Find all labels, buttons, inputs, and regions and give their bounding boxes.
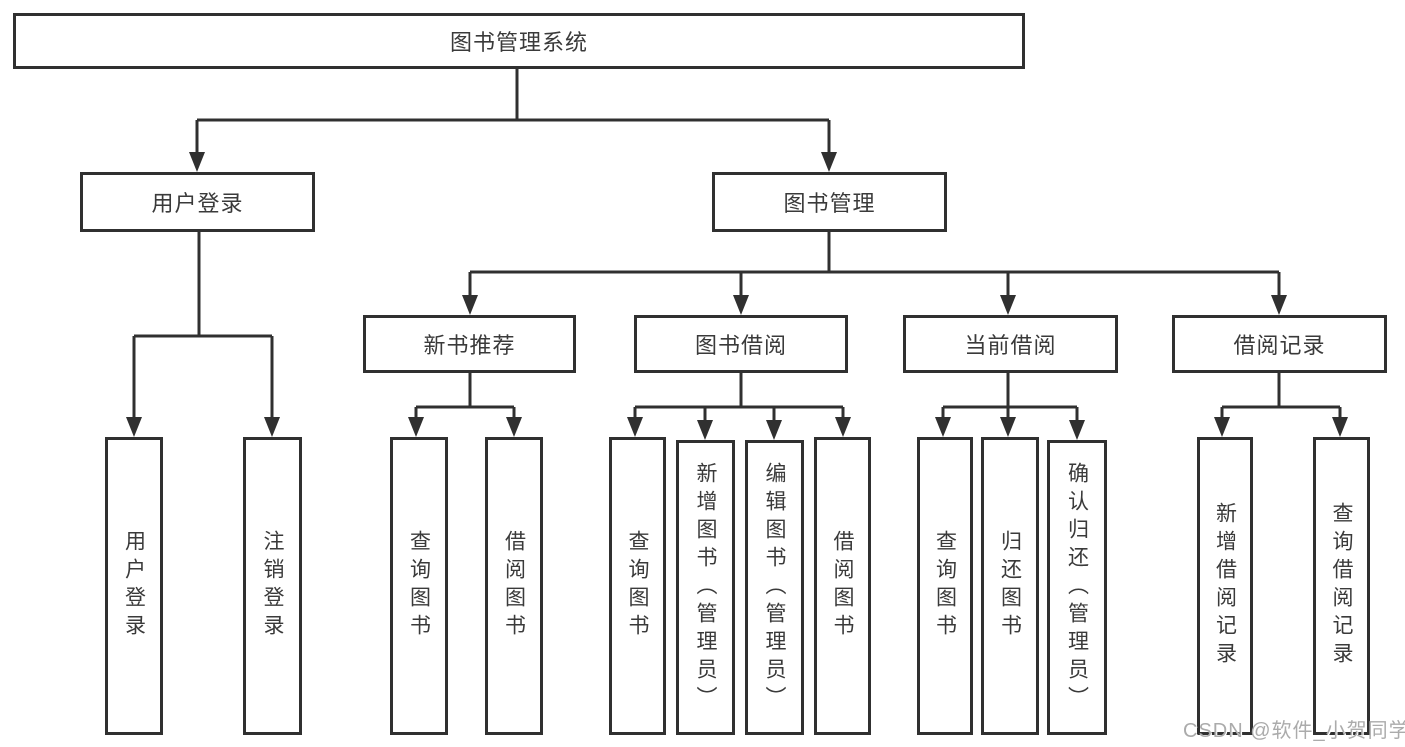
leaf-add-borrow-record: 新增借阅记录 — [1197, 437, 1253, 735]
leaf-borrow-books: 借阅图书 — [814, 437, 871, 735]
leaf-edit-book-admin: 编辑图书（管理员） — [745, 440, 804, 735]
leaf-return-book: 归还图书 — [981, 437, 1039, 735]
node-root: 图书管理系统 — [13, 13, 1025, 69]
leaf-query-books-borrow: 查询图书 — [609, 437, 666, 735]
node-book-management: 图书管理 — [712, 172, 947, 232]
node-user-login: 用户登录 — [80, 172, 315, 232]
leaf-logout: 注销登录 — [243, 437, 302, 735]
node-new-book-recommend: 新书推荐 — [363, 315, 576, 373]
node-book-borrow: 图书借阅 — [634, 315, 848, 373]
leaf-borrow-books-recommend: 借阅图书 — [485, 437, 543, 735]
leaf-query-borrow-record: 查询借阅记录 — [1313, 437, 1370, 735]
leaf-add-book-admin: 新增图书（管理员） — [676, 440, 735, 735]
node-borrow-records: 借阅记录 — [1172, 315, 1387, 373]
node-current-borrow: 当前借阅 — [903, 315, 1118, 373]
leaf-query-books-recommend: 查询图书 — [390, 437, 448, 735]
leaf-confirm-return-admin: 确认归还（管理员） — [1047, 440, 1107, 735]
watermark-text: CSDN @软件_小贺同学 — [1183, 720, 1405, 742]
leaf-query-books-current: 查询图书 — [917, 437, 973, 735]
leaf-user-login: 用户登录 — [105, 437, 163, 735]
